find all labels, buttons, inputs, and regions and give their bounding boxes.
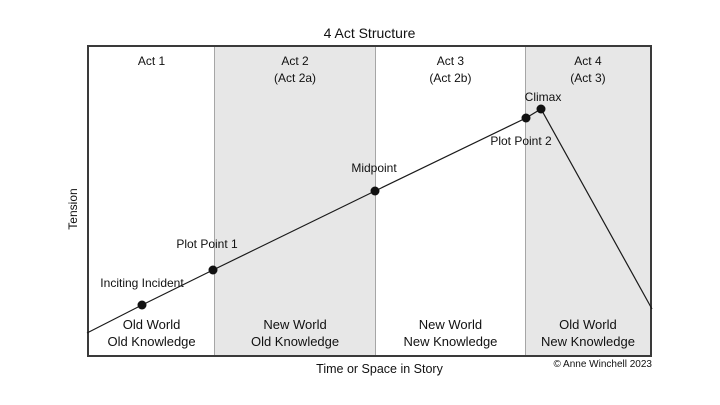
milestone-label-plot-point-2: Plot Point 2 bbox=[490, 134, 552, 148]
act-band-1: Act 1 Old World Old Knowledge bbox=[89, 47, 214, 355]
act-3-label: Act 3 (Act 2b) bbox=[376, 53, 525, 87]
x-axis-label: Time or Space in Story bbox=[316, 362, 443, 376]
milestone-label-midpoint: Midpoint bbox=[351, 161, 397, 175]
act-2-world-line-2: Old Knowledge bbox=[250, 334, 340, 349]
act-2-label: Act 2 (Act 2a) bbox=[215, 53, 375, 87]
act-1-world-line-1: Old World bbox=[122, 317, 181, 332]
act-2-world-label: New World Old Knowledge bbox=[215, 316, 375, 350]
milestone-label-inciting-incident: Inciting Incident bbox=[100, 276, 184, 290]
act-2-world-line-1: New World bbox=[263, 317, 327, 332]
act-3-world-line-2: New Knowledge bbox=[403, 334, 498, 349]
act-band-3: Act 3 (Act 2b) New World New Knowledge bbox=[374, 47, 525, 355]
act-3-name: Act 3 bbox=[436, 54, 465, 68]
milestone-label-climax: Climax bbox=[524, 90, 562, 104]
act-2-name: Act 2 bbox=[281, 54, 309, 68]
act-4-subname: (Act 3) bbox=[570, 71, 606, 85]
act-4-world-line-1: Old World bbox=[559, 317, 617, 332]
act-1-label: Act 1 bbox=[89, 53, 214, 70]
act-3-world-line-1: New World bbox=[418, 317, 483, 332]
act-1-world-label: Old World Old Knowledge bbox=[89, 316, 214, 350]
act-band-2: Act 2 (Act 2a) New World Old Knowledge bbox=[214, 47, 375, 355]
act-4-world-line-2: New Knowledge bbox=[540, 334, 635, 349]
act-4-name: Act 4 bbox=[574, 54, 602, 68]
milestone-label-plot-point-1: Plot Point 1 bbox=[176, 237, 238, 251]
act-3-subname: (Act 2b) bbox=[429, 71, 472, 85]
act-4-world-label: Old World New Knowledge bbox=[526, 316, 650, 350]
act-4-label: Act 4 (Act 3) bbox=[526, 53, 650, 87]
act-2-subname: (Act 2a) bbox=[274, 71, 317, 85]
y-axis-label: Tension bbox=[66, 188, 80, 230]
copyright-text: © Anne Winchell 2023 bbox=[553, 359, 652, 370]
act-1-name: Act 1 bbox=[137, 54, 166, 68]
act-3-world-label: New World New Knowledge bbox=[376, 316, 525, 350]
plot-area: Act 1 Old World Old Knowledge Act 2 (Act… bbox=[86, 45, 653, 357]
act-1-world-line-2: Old Knowledge bbox=[107, 334, 196, 349]
diagram-title: 4 Act Structure bbox=[323, 25, 416, 41]
